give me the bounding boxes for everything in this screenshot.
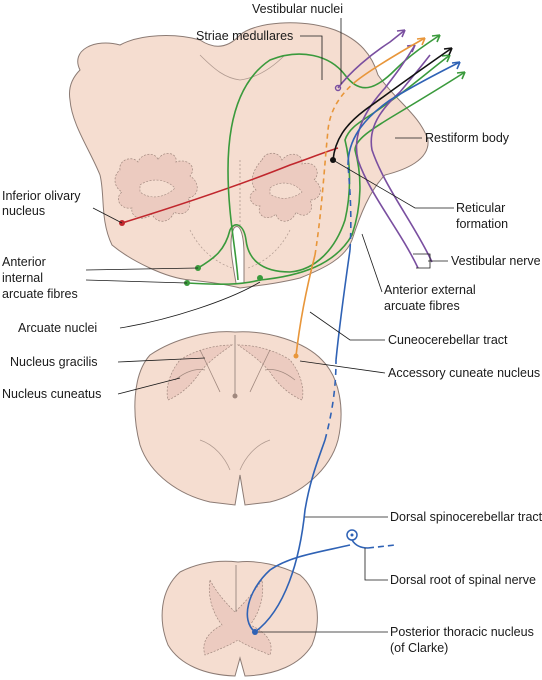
dorsal-spinocerebellar-fibre-restiform — [347, 61, 461, 166]
olivary-hilum-left — [139, 179, 176, 198]
label-striae-medullares: Striae medullares — [196, 29, 293, 43]
pyramid-right — [247, 229, 291, 269]
cuneocerebellar-fibre-upper — [354, 37, 426, 83]
label-reticular-2: formation — [456, 217, 508, 231]
dorsal-spinocerebellar-fibre-medulla — [347, 164, 352, 251]
lead-vestibular-nerve-bracket — [413, 253, 431, 269]
label-accessory-cuneate: Accessory cuneate nucleus — [388, 366, 540, 380]
dorsal-root-dashed — [367, 544, 396, 549]
blue-arrow — [451, 61, 461, 70]
olivocerebellar-fibre — [121, 147, 339, 224]
black-arrow — [443, 47, 453, 56]
ventricle-floor — [199, 54, 286, 81]
lead-anterior-internal-2 — [85, 279, 188, 284]
pyramid-left — [189, 229, 233, 269]
lead-inferior-olivary — [92, 207, 123, 224]
orange-arrow — [416, 37, 426, 46]
purple-arrow-1 — [396, 29, 406, 38]
label-nucleus-gracilis: Nucleus gracilis — [10, 355, 98, 369]
thoracic-cord-section — [161, 560, 318, 677]
dorsal-root-ganglion-center — [350, 533, 354, 537]
reticulocerebellar-fibre — [332, 47, 453, 161]
ventral-horn-left — [199, 439, 231, 471]
label-posterior-thoracic-2: (of Clarke) — [390, 641, 448, 655]
cervical-cord-outline — [134, 331, 342, 506]
label-posterior-thoracic-1: Posterior thoracic nucleus — [390, 625, 534, 639]
label-anterior-internal-1: Anterior — [2, 255, 46, 269]
cuneatus-outline-left — [174, 369, 206, 381]
label-anterior-internal-2: internal — [2, 271, 43, 285]
leader-lines — [85, 18, 454, 633]
label-cuneocerebellar-tract: Cuneocerebellar tract — [388, 333, 508, 347]
medulla-outline — [69, 22, 429, 289]
anterior-internal-arcuate-fibre-1 — [197, 54, 451, 273]
lead-cuneocerebellar — [309, 311, 385, 341]
green-arrow-1 — [431, 34, 441, 43]
lead-striae-medullares — [300, 35, 323, 80]
anterior-external-arcuate-fibre — [186, 71, 466, 286]
lead-anterior-external — [361, 233, 383, 293]
striae-medullares-fibre — [227, 34, 441, 281]
cuneocerebellar-fibre — [295, 254, 316, 357]
central-canal — [232, 393, 238, 399]
labels: Vestibular nuclei Striae medullares Rest… — [2, 2, 542, 655]
lead-dorsal-root — [364, 548, 388, 581]
clarke-soma — [252, 629, 258, 635]
label-dorsal-root: Dorsal root of spinal nerve — [390, 573, 536, 587]
lead-nucleus-cuneatus — [117, 377, 181, 395]
vestibular-nucleus-soma — [334, 84, 342, 92]
green-arrow-3 — [456, 71, 466, 80]
lead-accessory-cuneate — [299, 360, 386, 374]
cervical-cord-section — [134, 331, 342, 506]
lead-reticular — [332, 159, 454, 209]
label-inferior-olivary-1: Inferior olivary — [2, 189, 81, 203]
label-nucleus-cuneatus: Nucleus cuneatus — [2, 387, 101, 401]
dorsal-horn-right — [236, 344, 304, 401]
vestibular-fibre-3 — [370, 54, 433, 263]
lead-nucleus-gracilis — [117, 357, 206, 363]
dorsal-root-stem — [351, 539, 369, 549]
label-restiform-body: Restiform body — [425, 131, 510, 145]
olivary-hilum-right — [269, 182, 303, 199]
green-arrow-2 — [441, 54, 451, 63]
label-vestibular-nuclei: Vestibular nuclei — [252, 2, 343, 16]
lead-anterior-internal — [85, 267, 199, 271]
medulla-section — [69, 22, 429, 289]
label-anterior-internal-3: arcuate fibres — [2, 287, 78, 301]
lead-arcuate-nuclei — [119, 281, 261, 329]
ventral-horn-right — [239, 439, 271, 471]
vestibular-fibre-1 — [337, 29, 406, 89]
label-reticular-1: Reticular — [456, 201, 505, 215]
gracile-cuneate-divider-left — [199, 349, 221, 393]
accessory-cuneate-soma — [293, 353, 299, 359]
dorsal-spinocerebellar-fibre-ascending — [254, 439, 326, 633]
dorsal-spinocerebellar-fibre-upper — [335, 249, 351, 361]
arcuate-nucleus-soma — [257, 275, 263, 281]
gracile-cuneate-divider-right — [249, 349, 271, 393]
dorsal-spinocerebellar-fibre-lower — [246, 544, 351, 633]
label-anterior-external-1: Anterior external — [384, 283, 476, 297]
cuneatus-outline-right — [264, 369, 296, 381]
label-anterior-external-2: arcuate fibres — [384, 299, 460, 313]
label-dorsal-spinocerebellar: Dorsal spinocerebellar tract — [390, 510, 542, 524]
label-inferior-olivary-2: nucleus — [2, 204, 45, 218]
vestibular-fibre-2 — [355, 44, 419, 269]
label-vestibular-nerve: Vestibular nerve — [451, 254, 541, 268]
label-arcuate-nuclei: Arcuate nuclei — [18, 321, 97, 335]
thoracic-grey-matter — [203, 578, 272, 656]
